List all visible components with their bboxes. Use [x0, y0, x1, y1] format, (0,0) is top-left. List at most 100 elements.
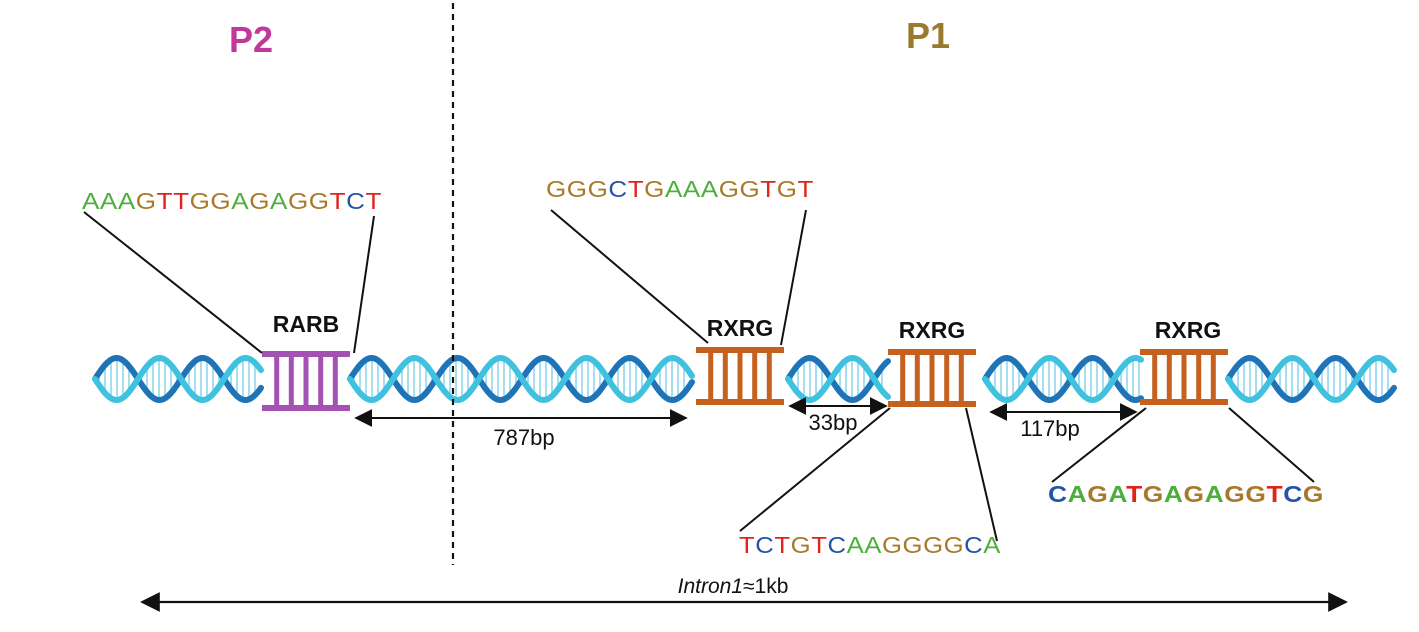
sequence-base: G	[136, 188, 157, 214]
sequence-base: A	[118, 188, 136, 214]
sequence-base: A	[1164, 481, 1184, 507]
binding-site-box	[888, 349, 976, 407]
dna-helix-segment	[92, 354, 264, 404]
sequence-base: T	[811, 532, 827, 558]
distance-label-117: 117bp	[1020, 416, 1080, 441]
distance-label-33: 33bp	[809, 410, 858, 435]
sequence-base: C	[755, 532, 774, 558]
binding-site-rung	[766, 350, 772, 402]
binding-site-rung	[318, 354, 324, 408]
leader-line-rxrg1-right	[780, 209, 807, 346]
leader-line-rarb-left	[83, 211, 263, 354]
binding-site-rung	[914, 352, 920, 404]
intron-name: Intron1	[678, 575, 743, 598]
region-label-p1: P1	[906, 15, 950, 56]
sequence-base: A	[231, 188, 249, 214]
binding-site-rung	[958, 352, 964, 404]
binding-site-rung	[303, 354, 309, 408]
sequence-base: A	[847, 532, 865, 558]
binding-site-rung	[944, 352, 950, 404]
region-label-p2: P2	[229, 19, 273, 60]
sequence-base: G	[903, 532, 924, 558]
intron-approx-symbol: ≈	[743, 575, 755, 598]
sequence-base: T	[774, 532, 790, 558]
sequence-base: A	[270, 188, 288, 214]
sequence-base: G	[567, 176, 588, 202]
binding-site-box	[696, 347, 784, 405]
sequence-base: G	[1184, 481, 1205, 507]
sequence-base: T	[157, 188, 173, 214]
intron-size: 1kb	[755, 575, 789, 598]
sequence-base: T	[330, 188, 346, 214]
binding-site-rung	[1181, 352, 1187, 402]
sequence-base: A	[683, 176, 701, 202]
sequence-base: T	[628, 176, 644, 202]
sequence-base: G	[1143, 481, 1164, 507]
leader-line-rxrg2-left	[739, 407, 891, 532]
binding-site-rung	[929, 352, 935, 404]
sequence-base: A	[983, 532, 1001, 558]
dna-helix-segment	[1225, 354, 1397, 404]
dna-strand-light	[982, 354, 1144, 404]
sequence-base: T	[798, 176, 814, 202]
sequence-base: G	[288, 188, 309, 214]
sequence-base: G	[1087, 481, 1108, 507]
sequence-base: G	[588, 176, 609, 202]
dna-strand-dark	[92, 354, 264, 404]
binding-site-rung	[1166, 352, 1172, 402]
binding-site-rung	[1210, 352, 1216, 402]
sequence-base: A	[665, 176, 683, 202]
sequence-base: G	[791, 532, 812, 558]
leader-line-rxrg2-right	[965, 407, 998, 542]
dna-helix-segment	[785, 354, 891, 404]
sequence-base: A	[1068, 481, 1088, 507]
dna-helix-segment	[982, 354, 1144, 404]
dna-strand-light	[92, 354, 264, 404]
site-label-rxrg-2: RXRG	[899, 317, 965, 343]
sequence-base: C	[346, 188, 365, 214]
site-label-rxrg-1: RXRG	[707, 315, 773, 341]
sequence-base: C	[1283, 481, 1303, 507]
binding-site-rung	[900, 352, 906, 404]
intron-label: Intron1≈1kb	[678, 575, 789, 598]
binding-site-box	[262, 351, 350, 411]
leader-line-rxrg1-left	[550, 209, 709, 344]
dna-strand-light	[1225, 354, 1397, 404]
sequence-base: G	[190, 188, 211, 214]
binding-sites-group	[262, 347, 1228, 411]
sequence-base: C	[1048, 481, 1068, 507]
sequence-base: C	[827, 532, 846, 558]
sequence-leader-lines	[83, 209, 1315, 542]
binding-site-rung	[288, 354, 294, 408]
sequence-base: T	[739, 532, 755, 558]
sequence-base: G	[777, 176, 798, 202]
sequence-base: G	[644, 176, 665, 202]
binding-site-rung	[708, 350, 714, 402]
sequence-base: G	[1245, 481, 1266, 507]
site-label-rxrg-3: RXRG	[1155, 317, 1221, 343]
sequence-base: A	[1108, 481, 1126, 507]
sequence-base: G	[923, 532, 944, 558]
sequence-base: G	[249, 188, 270, 214]
binding-site-rung	[722, 350, 728, 402]
distance-label-787: 787bp	[493, 425, 554, 450]
sequence-base: A	[82, 188, 100, 214]
sequence-base: A	[864, 532, 882, 558]
binding-site-rung	[274, 354, 280, 408]
binding-site-rung	[332, 354, 338, 408]
binding-site-rung	[1152, 352, 1158, 402]
dna-strand-dark	[1225, 354, 1397, 404]
sequence-base: G	[719, 176, 740, 202]
binding-site-rung	[1196, 352, 1202, 402]
site-label-rarb: RARB	[273, 311, 339, 337]
dna-strand-dark	[785, 354, 891, 404]
sequence-base: G	[1224, 481, 1245, 507]
sequence-base: G	[739, 176, 760, 202]
leader-line-rarb-right	[353, 215, 375, 354]
sequence-base: T	[760, 176, 776, 202]
